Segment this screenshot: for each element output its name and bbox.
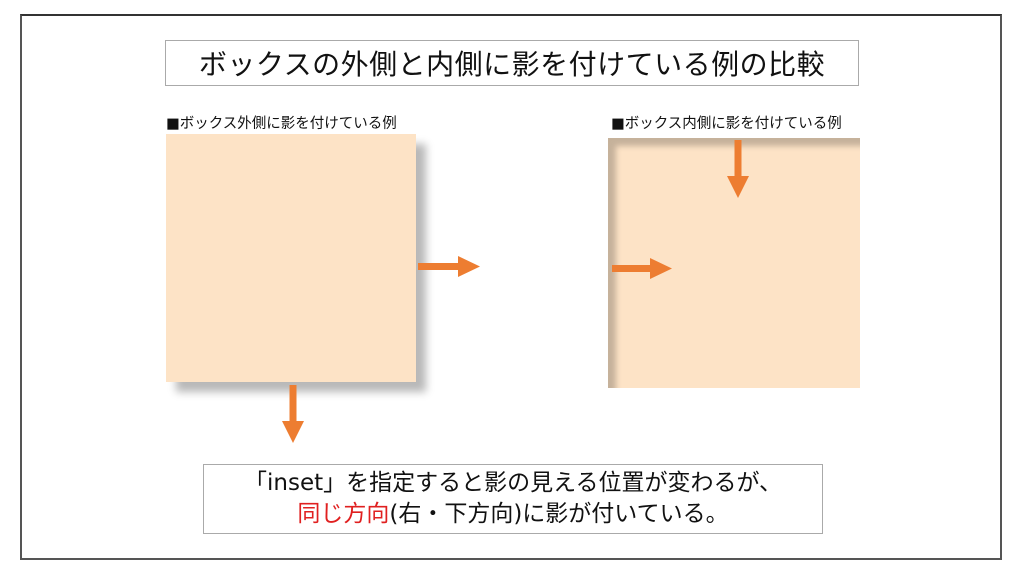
title-text: ボックスの外側と内側に影を付けている例の比較 [198,48,826,81]
page-title: ボックスの外側と内側に影を付けている例の比較 [165,40,859,86]
arrow-down-icon [727,140,749,198]
arrow-right-icon [418,256,480,277]
outer-shadow-label: ■ボックス外側に影を付けている例 [166,116,397,132]
note-line-2: 同じ方向(右・下方向)に影が付いている。 [297,499,728,530]
slide-frame [20,14,1002,560]
note-highlight: 同じ方向 [297,501,390,527]
arrow-down-icon [282,385,304,443]
note-line-1: 「inset」を指定すると影の見える位置が変わるが、 [244,470,782,496]
note-line-2-rest: (右・下方向)に影が付いている。 [389,501,729,527]
outer-shadow-box [166,134,416,382]
inset-shadow-label: ■ボックス内側に影を付けている例 [611,116,842,132]
explanation-note: 「inset」を指定すると影の見える位置が変わるが、 同じ方向(右・下方向)に影… [203,464,823,534]
arrow-right-icon [612,258,672,279]
